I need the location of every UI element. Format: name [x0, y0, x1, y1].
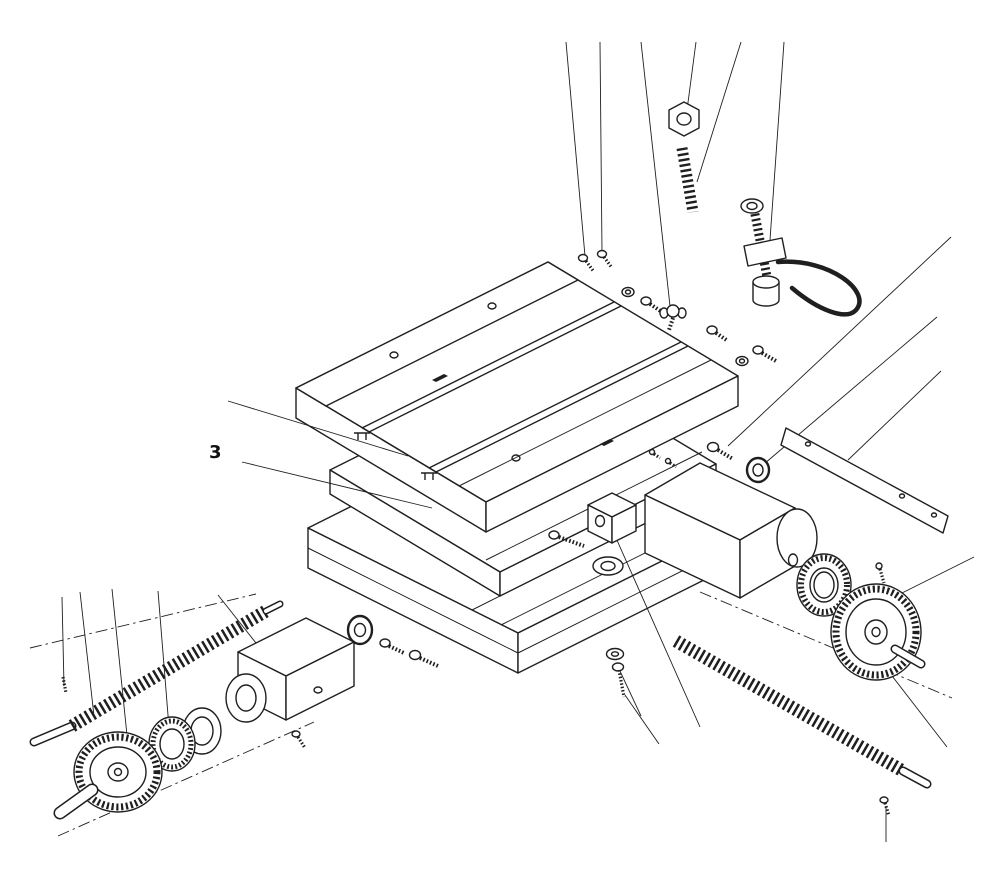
washer — [621, 286, 635, 298]
bearing-block-right — [644, 462, 818, 599]
set-screw — [879, 796, 891, 817]
table-top-slab — [295, 261, 739, 533]
gib-strip — [780, 427, 949, 534]
t-slot-1 — [361, 301, 622, 433]
handwheel-left — [53, 731, 163, 820]
t-slot-openings — [354, 432, 437, 480]
leader-line — [111, 588, 129, 746]
table-key-mark — [600, 439, 614, 446]
taper-pin — [61, 676, 68, 694]
centerlines — [29, 591, 953, 837]
leader-line — [241, 461, 433, 509]
screw — [548, 530, 585, 548]
threaded-stud — [676, 147, 699, 213]
handwheel-right — [830, 583, 926, 681]
set-screw — [875, 562, 886, 584]
washer — [735, 355, 749, 367]
leadscrew-bottom — [672, 635, 932, 789]
leader-line — [599, 41, 603, 253]
slide-block-left — [225, 617, 355, 723]
handwheel-hub — [864, 619, 888, 645]
bearing-collar — [745, 456, 771, 484]
callout-label-3: 3 — [209, 442, 222, 463]
leader-line — [727, 236, 952, 447]
set-screw — [291, 730, 307, 749]
clamp-collar — [740, 198, 764, 214]
leadscrew-left — [29, 600, 284, 747]
screw — [752, 345, 777, 363]
graduated-dial-left — [148, 707, 222, 772]
clamp-bail-handle — [775, 259, 862, 317]
leader-line — [618, 668, 642, 717]
screw — [640, 296, 664, 314]
leader-line — [769, 41, 785, 241]
screw — [706, 441, 735, 461]
set-screw — [648, 448, 661, 460]
bearing-ring — [346, 614, 374, 646]
table-key-mark — [432, 374, 448, 382]
graduated-dial-right — [796, 553, 852, 617]
screw — [379, 638, 405, 655]
clamp-assembly — [740, 198, 862, 317]
leadscrew-nut-block — [587, 492, 637, 544]
leader-line — [79, 591, 95, 717]
leader-line — [227, 400, 409, 457]
clamp-plate — [743, 237, 787, 267]
screw — [408, 649, 439, 668]
screw — [706, 325, 730, 343]
handwheel-hub — [107, 762, 129, 782]
leader-line — [615, 537, 701, 728]
leader-line — [696, 41, 742, 183]
thumb-knob — [659, 304, 687, 331]
small-screw — [596, 249, 614, 269]
leader-line — [640, 41, 671, 307]
bearing-boss — [776, 508, 818, 568]
leader-line — [891, 556, 975, 599]
table-back-rail — [295, 261, 579, 407]
small-screw — [577, 253, 596, 273]
clamp-screw — [748, 203, 773, 283]
leader-line — [847, 370, 942, 461]
screw — [611, 662, 626, 698]
clamp-standoff — [752, 275, 780, 307]
top-fasteners — [577, 249, 777, 367]
leader-line — [61, 596, 65, 687]
leader-lines — [61, 41, 975, 842]
hex-nut — [668, 101, 700, 137]
leader-line — [686, 41, 697, 111]
bearing-boss — [225, 673, 267, 723]
leader-line — [624, 694, 660, 745]
washer — [605, 647, 625, 661]
t-slot-2 — [428, 341, 689, 473]
set-screw — [664, 457, 677, 469]
leader-line — [565, 41, 586, 257]
